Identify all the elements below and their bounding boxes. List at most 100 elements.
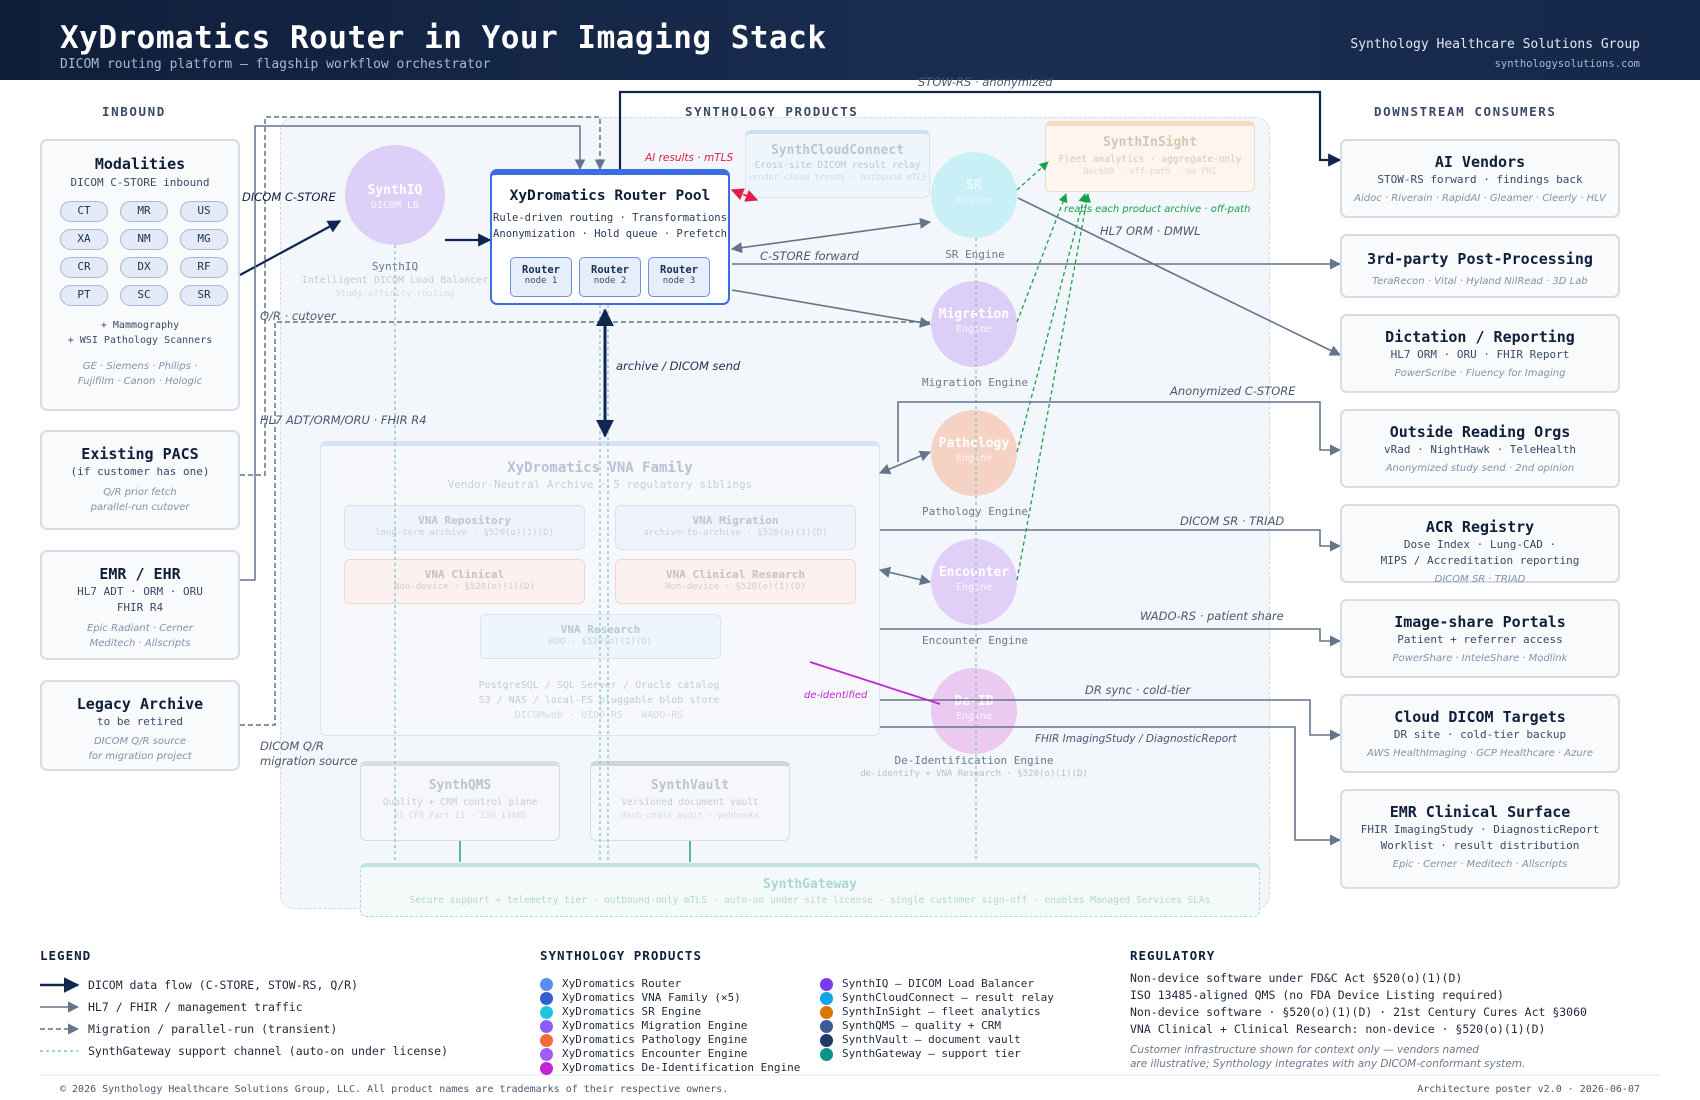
legend-dot-icon bbox=[820, 1048, 833, 1061]
downstream-image-share-portals-vendors: PowerShare · InteleShare · Modlink bbox=[1392, 653, 1568, 664]
product-legend-item: XyDromatics VNA Family (×5) bbox=[562, 991, 741, 1004]
router-node-2-name: Router bbox=[591, 264, 629, 276]
cloudconnect-sub: Cross-site DICOM result relay bbox=[754, 160, 921, 171]
downstream-ai-vendors-sub: STOW-RS forward · findings back bbox=[1377, 173, 1583, 186]
modality-pill-mr[interactable]: MR bbox=[120, 201, 168, 222]
synthgateway-box[interactable]: SynthGateway Secure support + telemetry … bbox=[360, 863, 1260, 917]
synthvault-box[interactable]: SynthVault Versioned document vault Hash… bbox=[590, 761, 790, 841]
router-node-2[interactable]: Router node 2 bbox=[579, 257, 641, 297]
modalities-to-synthiq-arrow bbox=[239, 220, 342, 276]
existing-pacs-card[interactable]: Existing PACS (if customer has one) Q/R … bbox=[40, 430, 240, 530]
pacs-title: Existing PACS bbox=[81, 445, 199, 463]
regulatory-line-2: ISO 13485-aligned QMS (no FDA Device Lis… bbox=[1130, 988, 1504, 1002]
router-node-1[interactable]: Router node 1 bbox=[510, 257, 572, 297]
encounter-engine-circle[interactable]: Encounter Engine bbox=[931, 539, 1017, 625]
legend-item-gateway: SynthGateway support channel (auto-on un… bbox=[88, 1044, 449, 1058]
downstream-heading: DOWNSTREAM CONSUMERS bbox=[1374, 104, 1557, 119]
org-website[interactable]: synthologysolutions.com bbox=[1494, 58, 1640, 70]
downstream-cloud-dicom-targets-sub: DR site · cold-tier backup bbox=[1393, 728, 1567, 741]
modality-pill-xa[interactable]: XA bbox=[60, 229, 108, 250]
sr-engine-circle[interactable]: SR Engine bbox=[931, 152, 1017, 238]
synthqms-box[interactable]: SynthQMS Quality + CRM control plane 21 … bbox=[360, 761, 560, 841]
synthinsight-box[interactable]: SynthInSight Fleet analytics · aggregate… bbox=[1045, 121, 1255, 192]
router-node-3[interactable]: Router node 3 bbox=[648, 257, 710, 297]
fhir-to-emr-clinical-arrow bbox=[880, 726, 1342, 846]
synthiq-sub: DICOM LB bbox=[370, 200, 420, 211]
vna-repository-box[interactable]: VNA Repository long-term archive · §520(… bbox=[344, 505, 585, 550]
modality-pill-cr[interactable]: CR bbox=[60, 257, 108, 278]
router-node-2-id: node 2 bbox=[593, 276, 627, 286]
encounter-engine-label: Encounter Engine bbox=[922, 634, 1028, 647]
vna-clinical-research-box[interactable]: VNA Clinical Research Non-device · §520(… bbox=[615, 559, 856, 604]
products-heading: SYNTHOLOGY PRODUCTS bbox=[685, 104, 859, 119]
emr-title: EMR / EHR bbox=[99, 565, 181, 583]
modality-pill-sr[interactable]: SR bbox=[180, 285, 228, 306]
downstream-ai-vendors-title: AI Vendors bbox=[1434, 153, 1526, 171]
regulatory-line-3: Non-device software · §520(o)(1)(D) · 21… bbox=[1130, 1005, 1587, 1019]
downstream-cloud-dicom-targets-vendors: AWS HealthImaging · GCP Healthcare · Azu… bbox=[1367, 748, 1593, 759]
deid-engine-circle[interactable]: De-ID Engine bbox=[931, 668, 1017, 754]
label-cstore-forward: C-STORE forward bbox=[760, 249, 859, 263]
page-title: XyDromatics Router in Your Imaging Stack bbox=[60, 20, 827, 56]
router-pool-box[interactable]: XyDromatics Router Pool Rule-driven rout… bbox=[490, 169, 730, 305]
footer-version: Architecture poster v2.0 · 2026-06-07 bbox=[1417, 1084, 1640, 1095]
sr-to-acr-arrow bbox=[880, 529, 1342, 552]
vna-pathology-arrow bbox=[878, 450, 932, 475]
label-archive-send: archive / DICOM send bbox=[616, 359, 741, 373]
emr-card[interactable]: EMR / EHR HL7 ADT · ORM · ORU FHIR R4 Ep… bbox=[40, 550, 240, 660]
legend-dot-icon bbox=[820, 1034, 833, 1047]
downstream-acr-registry-sub: Dose Index · Lung-CAD · bbox=[1403, 538, 1557, 551]
deid-engine-label2: de-identify + VNA Research · §520(o)(1)(… bbox=[860, 769, 1088, 779]
encounter-title: Encounter bbox=[938, 565, 1010, 580]
router-to-migration-arrow bbox=[731, 289, 932, 328]
vna-encounter-arrow bbox=[878, 566, 932, 586]
vna-migration-box[interactable]: VNA Migration archive-to-archive · §520(… bbox=[615, 505, 856, 550]
vna-catalog2: S3 / NAS / local-FS pluggable blob store bbox=[478, 695, 720, 706]
synthiq-circle[interactable]: SynthIQ DICOM LB bbox=[345, 145, 445, 245]
modality-pill-us[interactable]: US bbox=[180, 201, 228, 222]
migration-engine-circle[interactable]: Migration Engine bbox=[931, 281, 1017, 367]
synthiq-label: SynthIQ bbox=[371, 260, 419, 273]
modality-pill-rf[interactable]: RF bbox=[180, 257, 228, 278]
legend-item-hl7: HL7 / FHIR / management traffic bbox=[88, 1000, 303, 1014]
pacs-cutover-line bbox=[240, 116, 606, 476]
regulatory-note-1: Customer infrastructure shown for contex… bbox=[1130, 1044, 1479, 1056]
vna-migration-sub: archive-to-archive · §520(o)(1)(D) bbox=[643, 528, 828, 538]
downstream-dictation-reporting-sub: HL7 ORM · ORU · FHIR Report bbox=[1390, 348, 1570, 361]
vault-title: SynthVault bbox=[650, 778, 730, 793]
encounter-sub: Engine bbox=[955, 582, 993, 593]
modality-pill-pt[interactable]: PT bbox=[60, 285, 108, 306]
downstream-acr-registry-title: ACR Registry bbox=[1425, 518, 1535, 536]
modality-pill-ct[interactable]: CT bbox=[60, 201, 108, 222]
legacy-sub: to be retired bbox=[96, 715, 184, 728]
product-legend-item: XyDromatics Encounter Engine bbox=[562, 1047, 748, 1060]
pathology-engine-circle[interactable]: Pathology Engine bbox=[931, 410, 1017, 496]
product-legend-item: XyDromatics Pathology Engine bbox=[562, 1033, 748, 1046]
label-ai-results: AI results · mTLS bbox=[645, 152, 734, 164]
product-legend-item: SynthInSight — fleet analytics bbox=[842, 1005, 1041, 1018]
legend-dot-icon bbox=[820, 1006, 833, 1019]
label-hl7-adt: HL7 ADT/ORM/ORU · FHIR R4 bbox=[260, 413, 427, 427]
synthcloudconnect-box[interactable]: SynthCloudConnect Cross-site DICOM resul… bbox=[745, 130, 930, 198]
downstream-emr-clinical-surface-vendors: Epic · Cerner · Meditech · Allscripts bbox=[1392, 859, 1568, 870]
vna-clinical-box[interactable]: VNA Clinical Non-device · §520(o)(1)(D) bbox=[344, 559, 585, 604]
regulatory-heading: REGULATORY bbox=[1130, 948, 1216, 963]
label-hl7-orm: HL7 ORM · DMWL bbox=[1100, 224, 1201, 238]
label-qr-cutover: Q/R · cutover bbox=[260, 309, 336, 323]
modality-pill-mg[interactable]: MG bbox=[180, 229, 228, 250]
sr-title: SR bbox=[966, 178, 982, 193]
migration-sub: Engine bbox=[955, 324, 993, 335]
modalities-card[interactable]: Modalities DICOM C-STORE inbound + Mammo… bbox=[40, 139, 240, 411]
legacy-archive-card[interactable]: Legacy Archive to be retired DICOM Q/R s… bbox=[40, 680, 240, 771]
modality-pill-nm[interactable]: NM bbox=[120, 229, 168, 250]
modality-pill-sc[interactable]: SC bbox=[120, 285, 168, 306]
modality-pill-dx[interactable]: DX bbox=[120, 257, 168, 278]
